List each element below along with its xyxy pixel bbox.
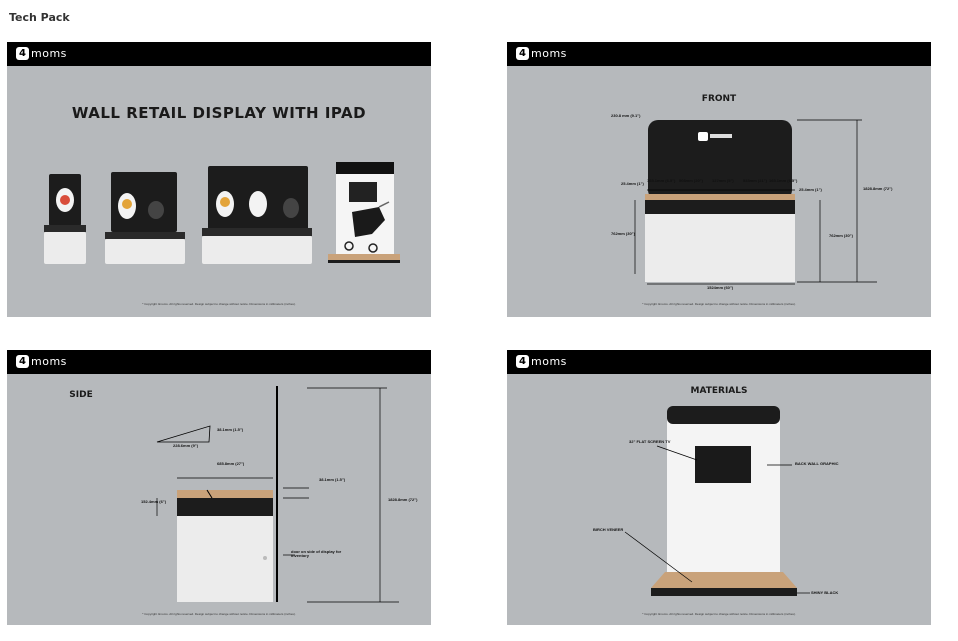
- slide-materials[interactable]: 4 moms MATERIALS * Copyright 4moms. All …: [507, 350, 931, 625]
- label-birch: BIRCH VENEER: [593, 527, 624, 532]
- dim-lip: 38.1mm (1.5"): [319, 477, 346, 482]
- brand-logo: 4 moms: [16, 47, 67, 60]
- dim-angle: 38.1mm (1.5"): [217, 427, 244, 432]
- slide-overview[interactable]: 4 moms WALL RETAIL DISPLAY WITH IPAD: [7, 42, 431, 317]
- logo-text: moms: [31, 47, 67, 60]
- page-title: Tech Pack: [9, 11, 70, 24]
- brand-logo: 4 moms: [516, 355, 567, 368]
- dim-s1: 165.1mm (6.5"): [647, 178, 676, 183]
- footnote: * Copyright 4moms. All rights reserved. …: [142, 612, 296, 616]
- dim-s2: 508mm (20"): [679, 178, 703, 183]
- dim-depth: 685.8mm (27"): [217, 461, 245, 466]
- label-tv: 32" FLAT SCREEN TV: [629, 439, 671, 444]
- dim-width: 1524mm (60"): [707, 285, 734, 290]
- dim-top: 230.8 mm (9.1"): [611, 113, 641, 118]
- front-elevation-drawing: [634, 119, 877, 285]
- stroller-display-unit: [328, 162, 400, 263]
- large-display-unit: [202, 166, 312, 264]
- slide-header-bar: 4 moms: [507, 350, 931, 374]
- slide-heading: FRONT: [701, 94, 737, 104]
- dim-total-height: 1828.8mm (72"): [388, 497, 418, 502]
- slide-heading: WALL RETAIL DISPLAY WITH IPAD: [71, 104, 367, 122]
- display-lineup-illustration: [44, 162, 400, 264]
- brand-logo: 4 moms: [16, 355, 67, 368]
- footnote: * Copyright 4moms. All rights reserved. …: [642, 612, 796, 616]
- dim-s3: 127mm (5"): [712, 178, 734, 183]
- dim-front-height: 152.4mm (6"): [141, 499, 167, 504]
- materials-drawing: [624, 406, 810, 596]
- small-display-unit: [44, 174, 86, 264]
- dim-base-right: 762mm (30"): [829, 233, 853, 238]
- footnote: * Copyright 4moms. All rights reserved. …: [642, 302, 796, 306]
- side-elevation-drawing: [156, 386, 399, 603]
- logo-mark-icon: 4: [516, 47, 529, 60]
- slide-side[interactable]: 4 moms SIDE * Copyright 4moms. All right…: [7, 350, 431, 625]
- logo-mark-icon: 4: [516, 355, 529, 368]
- slide-header-bar: 4 moms: [7, 350, 431, 374]
- medium-display-unit: [105, 172, 185, 264]
- logo-text: moms: [531, 47, 567, 60]
- slide-front[interactable]: 4 moms FRONT * Copyright 4moms. All righ…: [507, 42, 931, 317]
- dim-s5: 165.1mm (6.5"): [769, 178, 798, 183]
- slide-heading: SIDE: [69, 390, 93, 400]
- label-back-wall: BACK WALL GRAPHIC: [795, 461, 839, 466]
- logo-mark-icon: 4: [16, 355, 29, 368]
- dim-left-edge: 25.4mm (1"): [621, 181, 644, 186]
- dim-height: 1828.8mm (72"): [863, 186, 893, 191]
- dim-depth-top: 228.6mm (9"): [173, 443, 199, 448]
- logo-mark-icon: 4: [16, 47, 29, 60]
- dim-s4: 533mm (21"): [743, 178, 767, 183]
- slide-heading: MATERIALS: [690, 386, 748, 396]
- slide-header-bar: 4 moms: [7, 42, 431, 66]
- label-shiny-black: SHINY BLACK: [811, 590, 839, 595]
- slide-header-bar: 4 moms: [507, 42, 931, 66]
- logo-text: moms: [531, 355, 567, 368]
- logo-text: moms: [31, 355, 67, 368]
- side-note: door on side of display for inventory: [291, 549, 342, 559]
- brand-logo: 4 moms: [516, 47, 567, 60]
- dim-right-edge: 25.4mm (1"): [799, 187, 822, 192]
- dim-base: 762mm (30"): [611, 231, 635, 236]
- footnote: * Copyright 4moms. All rights reserved. …: [142, 302, 296, 306]
